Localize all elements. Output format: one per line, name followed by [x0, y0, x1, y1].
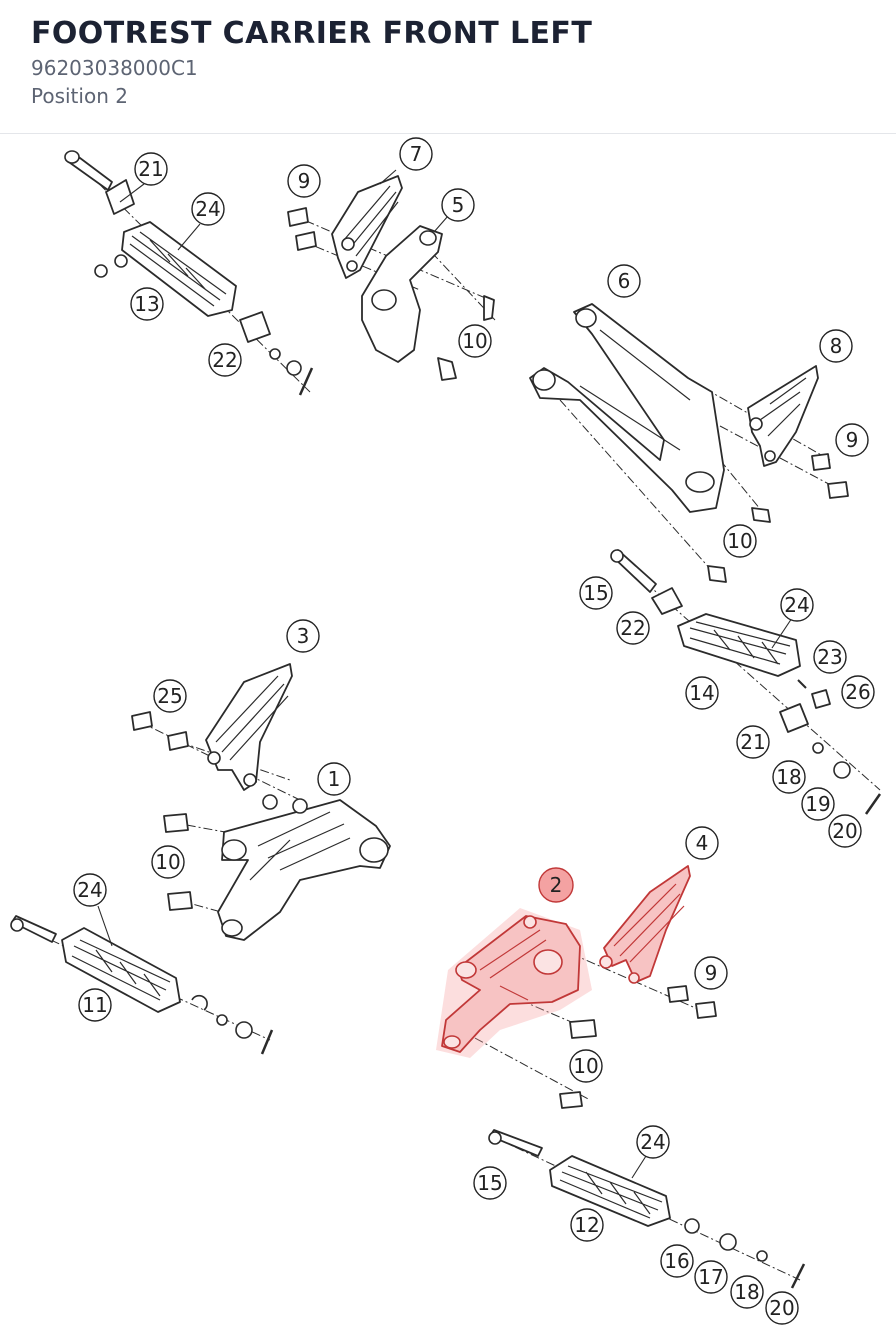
- svg-text:24: 24: [640, 1130, 665, 1154]
- callout-19[interactable]: 19: [801, 787, 835, 821]
- svg-text:15: 15: [583, 581, 608, 605]
- callout-1[interactable]: 1: [317, 762, 351, 796]
- callout-2-highlighted[interactable]: 2: [538, 867, 574, 903]
- svg-text:18: 18: [776, 765, 801, 789]
- callout-20[interactable]: 20: [828, 814, 862, 848]
- svg-text:15: 15: [477, 1171, 502, 1195]
- callout-15[interactable]: 15: [579, 576, 613, 610]
- svg-text:16: 16: [664, 1249, 689, 1273]
- callout-16[interactable]: 16: [660, 1244, 694, 1278]
- rear-bracket-assembly-6: [529, 303, 849, 583]
- svg-text:6: 6: [618, 269, 631, 293]
- svg-text:14: 14: [689, 681, 714, 705]
- svg-text:20: 20: [832, 819, 857, 843]
- callout-24[interactable]: 24: [73, 873, 107, 907]
- callout-9[interactable]: 9: [694, 956, 728, 990]
- callout-17[interactable]: 17: [694, 1260, 728, 1294]
- position-label: Position 2: [31, 84, 128, 108]
- svg-text:3: 3: [297, 624, 310, 648]
- svg-text:20: 20: [769, 1296, 794, 1320]
- callout-12[interactable]: 12: [570, 1208, 604, 1242]
- callout-25[interactable]: 25: [153, 679, 187, 713]
- callout-10[interactable]: 10: [723, 524, 757, 558]
- callout-22[interactable]: 22: [616, 611, 650, 645]
- svg-text:2: 2: [550, 873, 563, 897]
- callout-13[interactable]: 13: [130, 287, 164, 321]
- highlighted-assembly-2: [436, 865, 717, 1109]
- svg-text:11: 11: [82, 993, 107, 1017]
- svg-text:10: 10: [573, 1054, 598, 1078]
- callout-24[interactable]: 24: [780, 588, 814, 622]
- svg-text:26: 26: [845, 680, 870, 704]
- callout-23[interactable]: 23: [813, 640, 847, 674]
- svg-text:22: 22: [620, 616, 645, 640]
- callout-4[interactable]: 4: [685, 826, 719, 860]
- page-header: FOOTREST CARRIER FRONT LEFT 96203038000C…: [0, 0, 896, 134]
- callout-15[interactable]: 15: [473, 1166, 507, 1200]
- callout-21[interactable]: 21: [134, 152, 168, 186]
- svg-text:25: 25: [157, 684, 182, 708]
- svg-text:21: 21: [740, 730, 765, 754]
- svg-text:24: 24: [77, 878, 102, 902]
- svg-text:13: 13: [134, 292, 159, 316]
- callout-9[interactable]: 9: [287, 164, 321, 198]
- callout-9[interactable]: 9: [835, 423, 869, 457]
- svg-text:24: 24: [195, 197, 220, 221]
- callout-5[interactable]: 5: [441, 188, 475, 222]
- callout-14[interactable]: 14: [685, 676, 719, 710]
- callout-26[interactable]: 26: [841, 675, 875, 709]
- svg-text:8: 8: [830, 334, 843, 358]
- svg-text:10: 10: [462, 329, 487, 353]
- callout-20[interactable]: 20: [765, 1291, 799, 1325]
- svg-text:5: 5: [452, 193, 465, 217]
- svg-text:18: 18: [734, 1280, 759, 1304]
- callout-18[interactable]: 18: [772, 760, 806, 794]
- callout-24[interactable]: 24: [191, 192, 225, 226]
- footpeg-assembly-13: [64, 150, 314, 396]
- callout-11[interactable]: 11: [78, 988, 112, 1022]
- svg-text:24: 24: [784, 593, 809, 617]
- callout-8[interactable]: 8: [819, 329, 853, 363]
- callout-10[interactable]: 10: [569, 1049, 603, 1083]
- leader-lines: [97, 169, 793, 1179]
- callout-7[interactable]: 7: [399, 137, 433, 171]
- svg-text:1: 1: [328, 767, 341, 791]
- svg-text:17: 17: [698, 1265, 723, 1289]
- callout-22[interactable]: 22: [208, 343, 242, 377]
- svg-text:7: 7: [410, 142, 423, 166]
- svg-text:9: 9: [298, 169, 311, 193]
- callout-24[interactable]: 24: [636, 1125, 670, 1159]
- callout-3[interactable]: 3: [286, 619, 320, 653]
- svg-text:23: 23: [817, 645, 842, 669]
- svg-text:22: 22: [212, 348, 237, 372]
- footpeg-assembly-12: [488, 1129, 806, 1289]
- svg-text:19: 19: [805, 792, 830, 816]
- callout-10[interactable]: 10: [151, 845, 185, 879]
- svg-text:9: 9: [705, 961, 718, 985]
- callout-21[interactable]: 21: [736, 725, 770, 759]
- carrier-part-2-highlighted[interactable]: [436, 865, 691, 1058]
- svg-text:10: 10: [155, 850, 180, 874]
- footpeg-assembly-11: [10, 915, 274, 1055]
- svg-text:10: 10: [727, 529, 752, 553]
- footpeg-assembly-14: [610, 549, 882, 815]
- heel-guard-assembly-7: [287, 175, 496, 381]
- page-title: FOOTREST CARRIER FRONT LEFT: [31, 16, 593, 51]
- part-number: 96203038000C1: [31, 56, 198, 80]
- svg-text:12: 12: [574, 1213, 599, 1237]
- callout-10[interactable]: 10: [458, 324, 492, 358]
- carrier-assembly-1: [131, 663, 391, 941]
- svg-text:4: 4: [696, 831, 709, 855]
- callout-18[interactable]: 18: [730, 1275, 764, 1309]
- callout-6[interactable]: 6: [607, 264, 641, 298]
- svg-text:21: 21: [138, 157, 163, 181]
- svg-text:9: 9: [846, 428, 859, 452]
